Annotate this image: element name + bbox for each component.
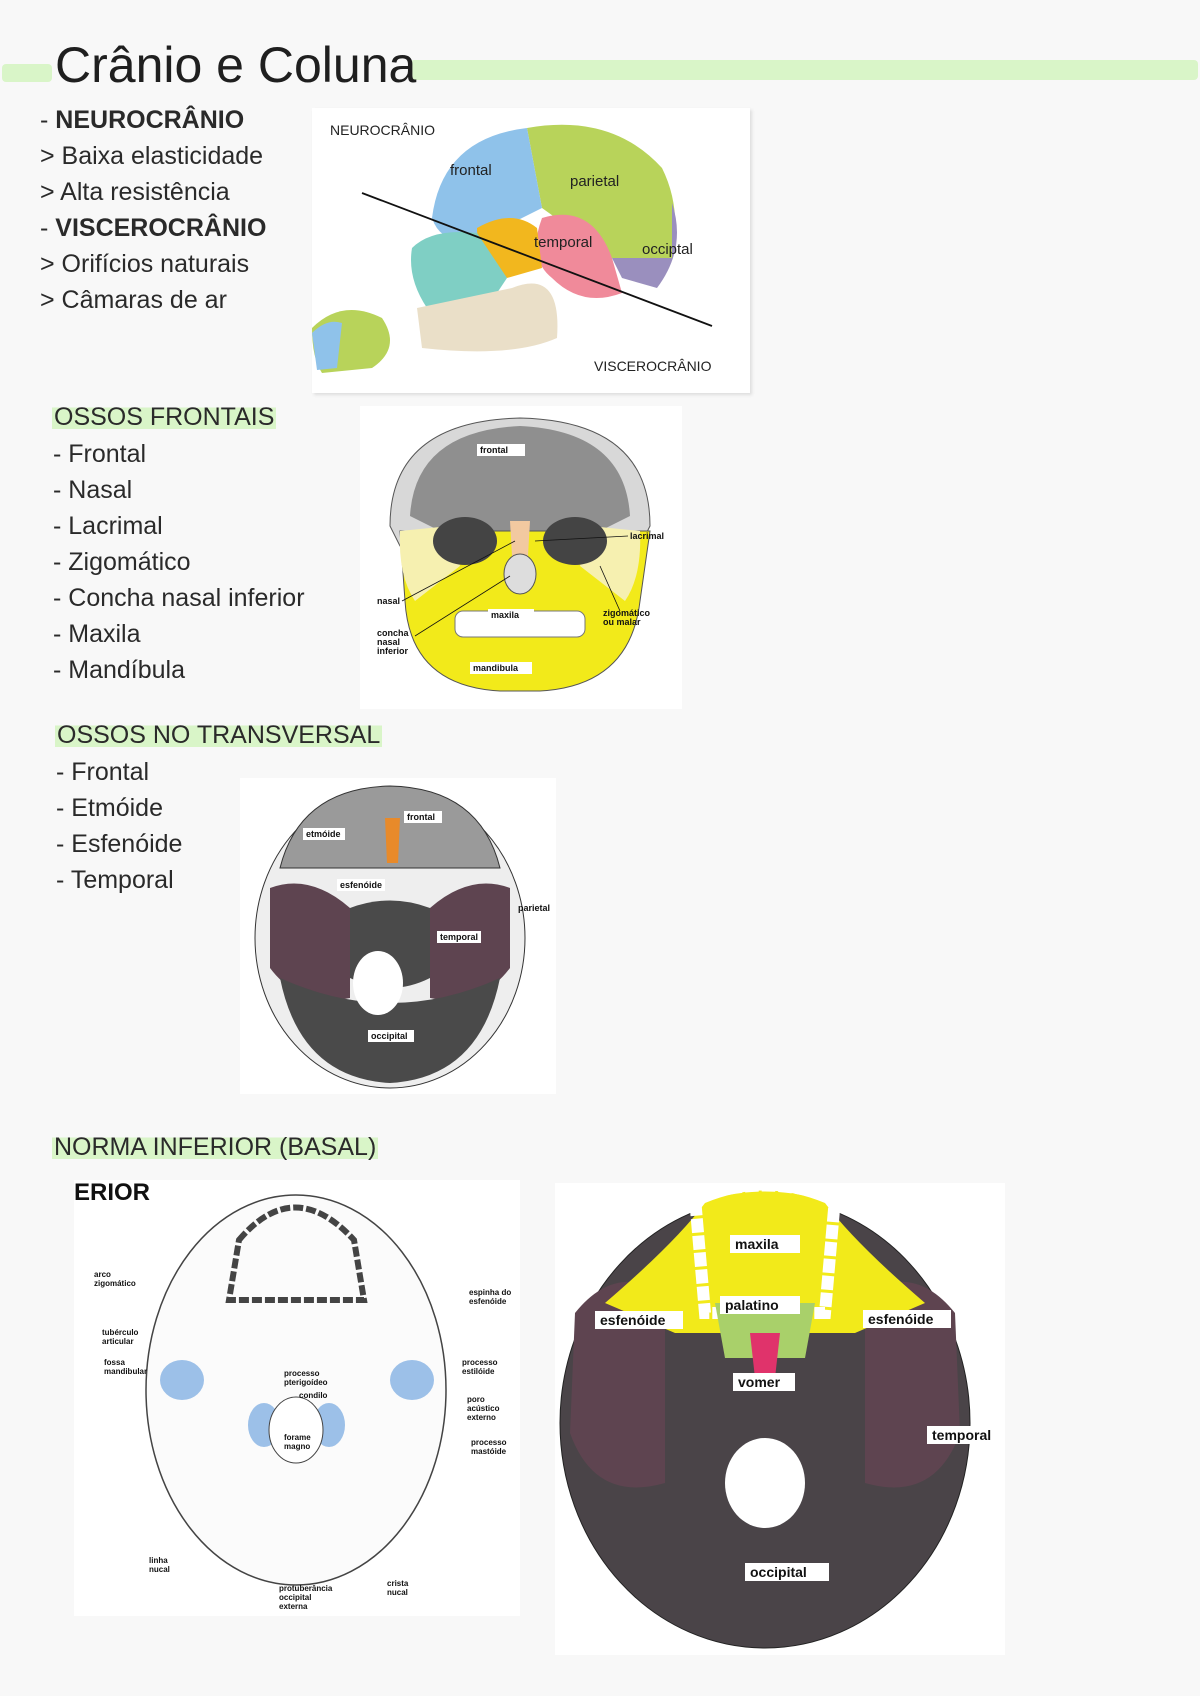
frontal-region xyxy=(432,128,542,241)
mastoide-label: mastóide xyxy=(471,1447,507,1456)
forame-label: forame xyxy=(284,1433,311,1442)
list-item: - Mandíbula xyxy=(53,656,186,684)
vomer-label: vomer xyxy=(738,1374,781,1390)
crop-text: ERIOR xyxy=(74,1180,150,1206)
linha-nucal-label: nucal xyxy=(149,1565,170,1574)
intro-item: > Alta resistência xyxy=(40,178,230,206)
esfenoide-label: esfenóide xyxy=(340,880,382,890)
lacrimal-label: lacrimal xyxy=(630,531,664,541)
estiloide-label: processo xyxy=(462,1358,498,1367)
intro-item: - VISCEROCRÂNIO xyxy=(40,214,267,242)
basal-skull-colored: maxila palatino esfenóide esfenóide vome… xyxy=(555,1183,1005,1655)
espinha-label: espinha do xyxy=(469,1288,511,1297)
crista-label: nucal xyxy=(387,1588,408,1597)
parietal-region xyxy=(527,124,676,259)
fossa-label: fossa xyxy=(104,1358,125,1367)
temporal-region xyxy=(536,214,622,298)
linha-nucal-label: linha xyxy=(149,1556,168,1565)
forame-label: magno xyxy=(284,1442,310,1451)
etmoide-label: etmóide xyxy=(306,829,341,839)
occipital-label: occipital xyxy=(750,1564,807,1580)
espinha-label: esfenóide xyxy=(469,1297,507,1306)
pterigoideo-label: pterigoídeo xyxy=(284,1378,328,1387)
frontal-label: frontal xyxy=(450,162,492,179)
intro-item: > Câmaras de ar xyxy=(40,286,227,314)
crista-label: crista xyxy=(387,1579,409,1588)
list-item: - Lacrimal xyxy=(53,512,163,540)
arco-label: arco xyxy=(94,1270,111,1279)
mastoide-label: processo xyxy=(471,1438,507,1447)
list-item: - Frontal xyxy=(53,440,147,468)
concha-label: nasal xyxy=(377,637,400,647)
mandibula-label: mandibula xyxy=(473,663,519,673)
maxila-label: maxila xyxy=(735,1236,779,1252)
occipital-label: occiptal xyxy=(642,241,693,258)
fossa-label: mandibular xyxy=(104,1367,147,1376)
basal-skull-drawing: ERIOR arco zigomático tubérculo articula… xyxy=(74,1180,520,1616)
frontal-label: frontal xyxy=(407,812,435,822)
temporal-label: temporal xyxy=(534,234,592,251)
nasal-label: nasal xyxy=(377,596,400,606)
list-item: - Maxila xyxy=(53,620,141,648)
esfenoide-right-label: esfenóide xyxy=(868,1311,934,1327)
zigomatico-label: zigomático xyxy=(603,608,651,618)
section-heading-transversal: OSSOS NO TRANSVERSAL xyxy=(55,721,383,750)
mandible-region xyxy=(417,283,558,352)
section-heading-frontais: OSSOS FRONTAIS xyxy=(52,403,277,432)
transversal-skull-figure: etmóide frontal esfenóide parietal tempo… xyxy=(240,778,556,1094)
intro-item: - NEUROCRÂNIO xyxy=(40,106,245,134)
protuberancia-label: externa xyxy=(279,1602,308,1611)
list-item: - Concha nasal inferior xyxy=(53,584,305,612)
palatino-label: palatino xyxy=(725,1297,779,1313)
title-highlight-right xyxy=(410,60,1198,80)
poro-label: poro xyxy=(467,1395,485,1404)
occipital-region xyxy=(612,203,677,288)
list-item: - Zigomático xyxy=(53,548,191,576)
parietal-label: parietal xyxy=(518,903,550,913)
face-region xyxy=(411,232,507,308)
frontal-skull-figure: frontal lacrimal nasal maxila zigomático… xyxy=(360,406,682,709)
arco-label: zigomático xyxy=(94,1279,136,1288)
temporal-label: temporal xyxy=(932,1427,991,1443)
parietal-label: parietal xyxy=(570,173,619,190)
maxila-label: maxila xyxy=(491,610,520,620)
lateral-skull-figure: NEUROCRÂNIO VISCEROCRÂNIO frontal pariet… xyxy=(312,108,750,393)
temporal-label: temporal xyxy=(440,932,478,942)
pterigoideo-label: processo xyxy=(284,1369,320,1378)
page-title: Crânio e Coluna xyxy=(55,37,417,93)
viscerocranio-label: VISCEROCRÂNIO xyxy=(594,358,712,374)
condilo-label: condilo xyxy=(299,1391,328,1400)
malar-label: ou malar xyxy=(603,617,641,627)
list-item: - Nasal xyxy=(53,476,133,504)
protuberancia-label: occipital xyxy=(279,1593,311,1602)
frontal-label: frontal xyxy=(480,445,508,455)
neurocranio-label: NEUROCRÂNIO xyxy=(330,122,435,138)
divider-line xyxy=(361,192,713,327)
concha-label: concha xyxy=(377,628,410,638)
list-item: - Frontal xyxy=(56,758,150,786)
list-item: - Esfenóide xyxy=(56,830,183,858)
tuberculo-label: articular xyxy=(102,1337,134,1346)
esfenoide-left-label: esfenóide xyxy=(600,1312,666,1328)
poro-label: externo xyxy=(467,1413,496,1422)
tuberculo-label: tubérculo xyxy=(102,1328,139,1337)
estiloide-label: estilóide xyxy=(462,1367,495,1376)
title-highlight-left xyxy=(2,64,52,82)
occipital-label: occipital xyxy=(371,1031,408,1041)
intro-item: > Baixa elasticidade xyxy=(40,142,264,170)
list-item: - Etmóide xyxy=(56,794,163,822)
poro-label: acústico xyxy=(467,1404,500,1413)
concha-label: inferior xyxy=(377,646,409,656)
protuberancia-label: protuberância xyxy=(279,1584,333,1593)
list-item: - Temporal xyxy=(56,866,174,894)
intro-item: > Orifícios naturais xyxy=(40,250,250,278)
section-heading-basal: NORMA INFERIOR (BASAL) xyxy=(52,1133,379,1162)
